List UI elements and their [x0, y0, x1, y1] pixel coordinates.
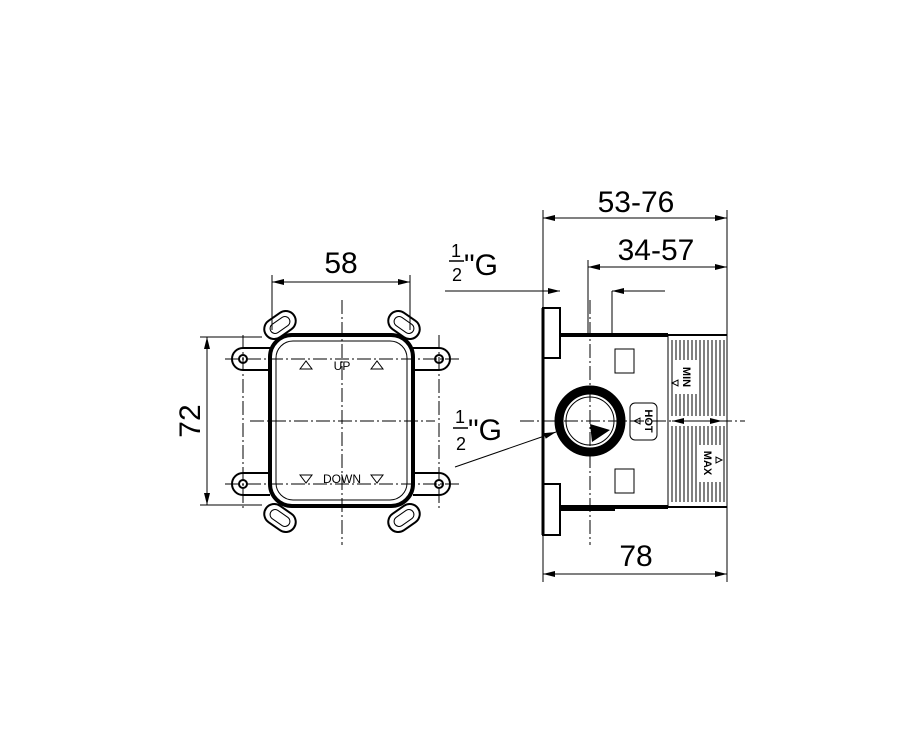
hot-marker [629, 402, 658, 441]
max-arrow-icon [715, 456, 724, 464]
thread-label-top: 1 2 "G [449, 241, 498, 285]
dimension-depth-body: 78 [619, 540, 652, 573]
dimension-depth-total: 53-76 [598, 186, 675, 219]
svg-text:"G: "G [464, 249, 498, 282]
up-arrow-icon [299, 360, 313, 370]
down-arrow-icon [370, 474, 384, 484]
min-arrow-icon [670, 379, 679, 387]
threaded-section: MIN MAX [667, 334, 728, 508]
front-view: UP DOWN 58 72 [174, 247, 460, 545]
svg-text:2: 2 [452, 265, 462, 285]
hot-arrow-icon [632, 417, 641, 425]
max-label: MAX [701, 451, 713, 476]
up-arrow-icon [370, 360, 384, 370]
down-arrow-icon [299, 474, 313, 484]
hot-label: HOT [642, 409, 654, 433]
box-outline [268, 333, 415, 508]
dimension-width: 58 [324, 247, 357, 280]
down-label: DOWN [323, 472, 361, 486]
svg-text:2: 2 [456, 434, 466, 454]
mounting-tabs [231, 347, 451, 496]
svg-text:"G: "G [468, 414, 502, 447]
thread-label-side: 1 2 "G [453, 407, 502, 454]
outlet-connection [554, 385, 626, 457]
min-label: MIN [680, 367, 692, 387]
dimension-depth-inner: 34-57 [618, 234, 695, 267]
svg-text:1: 1 [451, 241, 461, 261]
up-label: UP [334, 359, 351, 373]
dimension-height: 72 [174, 404, 207, 437]
svg-text:1: 1 [455, 407, 465, 427]
mounting-slots [263, 309, 421, 534]
side-view: MIN MAX HOT 53-76 34-57 78 [445, 186, 745, 582]
